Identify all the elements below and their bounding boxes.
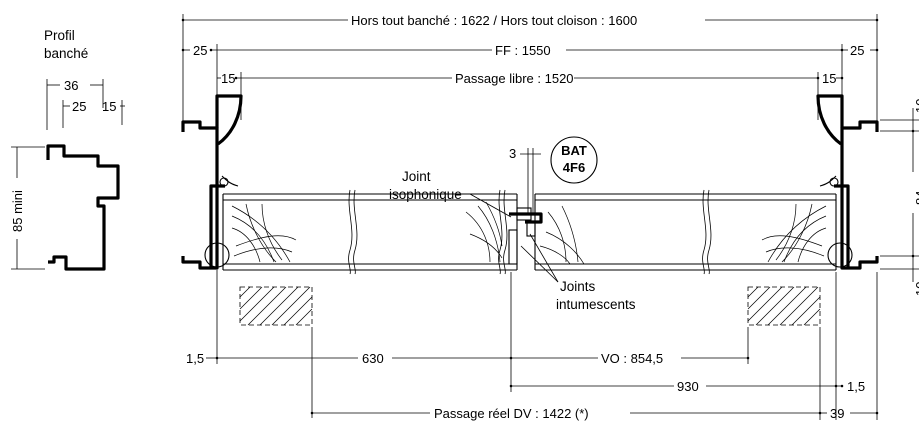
bat-badge-line2: 4F6 xyxy=(563,160,585,175)
dim-left-1-5: 1,5 xyxy=(186,351,204,366)
label-joints-int-2: intumescents xyxy=(556,297,636,312)
dim-overall: Hors tout banché : 1622 / Hors tout cloi… xyxy=(351,13,637,28)
profile-detail: Profil banché 36 25 15 85 mini xyxy=(10,28,125,271)
dim-vo: VO : 854,5 xyxy=(601,351,663,366)
wood-grain xyxy=(231,201,827,265)
label-joint-iso-2: isophonique xyxy=(389,187,462,202)
profile-dim-85: 85 mini xyxy=(10,190,25,232)
hinge-left xyxy=(204,242,230,268)
profile-title-line2: banché xyxy=(44,46,88,61)
hinge-right xyxy=(827,242,853,268)
dim-leaf-630: 630 xyxy=(362,351,384,366)
floor-hatch xyxy=(239,286,821,326)
dim-right-10-top: 10 xyxy=(913,99,919,113)
dim-right-25: 25 xyxy=(850,43,864,58)
dim-leaf-930: 930 xyxy=(677,379,699,394)
right-dimensions: 10 84 10 xyxy=(880,99,919,296)
dim-gap-3: 3 xyxy=(509,146,516,161)
dim-right-1-5: 1,5 xyxy=(847,379,865,394)
dim-right-15: 15 xyxy=(822,71,836,86)
rebate-profile xyxy=(509,212,543,224)
dim-passage-libre: Passage libre : 1520 xyxy=(455,71,574,86)
dim-right-84: 84 xyxy=(913,191,919,205)
profile-dim-15: 15 xyxy=(102,99,116,114)
dim-passage-reel: Passage réel DV : 1422 (*) xyxy=(434,406,589,421)
dim-right-10-bottom: 10 xyxy=(913,282,919,296)
frame-left xyxy=(181,94,243,270)
door-leaves xyxy=(222,189,837,275)
dim-right-39: 39 xyxy=(830,406,844,421)
dim-left-25: 25 xyxy=(193,43,207,58)
profile-outline xyxy=(46,144,120,271)
center-annotations: Joint isophonique 3 BAT 4F6 Joints intum… xyxy=(389,136,636,312)
bottom-dimensions: 1,5 630 VO : 854,5 930 1,5 Passage réel … xyxy=(186,270,879,421)
profile-dim-25: 25 xyxy=(72,99,86,114)
top-dimensions: Hors tout banché : 1622 / Hors tout cloi… xyxy=(181,13,879,180)
dim-ff: FF : 1550 xyxy=(495,43,551,58)
dim-left-15: 15 xyxy=(221,71,235,86)
bat-badge xyxy=(550,136,598,184)
bat-badge-line1: BAT xyxy=(561,143,587,158)
frame-right xyxy=(816,94,879,270)
label-joint-iso-1: Joint xyxy=(402,169,431,184)
profile-dim-36: 36 xyxy=(64,78,78,93)
profile-title-line1: Profil xyxy=(44,28,75,43)
label-joints-int-1: Joints xyxy=(560,279,596,294)
